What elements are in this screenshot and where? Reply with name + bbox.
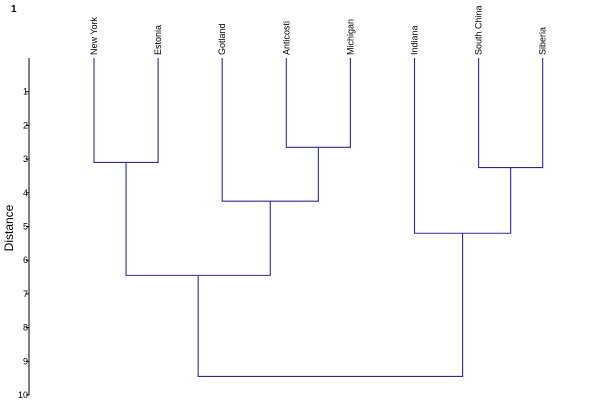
dendrogram-link [285, 58, 351, 148]
leaf-label: Siberia [538, 27, 548, 55]
dendrogram-link [413, 58, 512, 234]
y-tick-label: 7 [23, 289, 28, 299]
y-tick-label: 6 [23, 255, 28, 265]
y-tick-label: 4 [23, 188, 28, 198]
dendrogram-link [197, 233, 464, 378]
y-tick-label: 1 [23, 87, 28, 97]
figure-label: 1 [11, 4, 17, 15]
y-axis: 1 2 3 4 5 6 7 8 9 10 [18, 58, 30, 400]
y-tick-label: 9 [23, 356, 28, 366]
y-axis-title: Distance [2, 204, 16, 251]
dendrogram-link [93, 58, 159, 164]
dendrogram-link [478, 58, 544, 169]
leaf-label: New York [89, 16, 99, 55]
dendrogram-link [125, 162, 271, 276]
leaf-label: Michigan [345, 19, 355, 55]
y-tick-label: 10 [18, 390, 28, 400]
leaf-label: Anticosti [281, 21, 291, 55]
leaf-labels: New York Estonia Gotland Anticosti Michigan I… [89, 5, 548, 55]
leaf-label: South China [474, 5, 484, 55]
y-tick-label: 8 [23, 323, 28, 333]
y-tick-label: 3 [23, 154, 28, 164]
dendrogram-link [221, 58, 319, 202]
y-tick-label: 2 [23, 120, 28, 130]
leaf-label: Indiana [410, 25, 420, 55]
leaf-label: Estonia [153, 25, 163, 55]
leaf-label: Gotland [217, 23, 227, 55]
y-tick-label: 5 [23, 222, 28, 232]
dendrogram-links [93, 58, 544, 378]
